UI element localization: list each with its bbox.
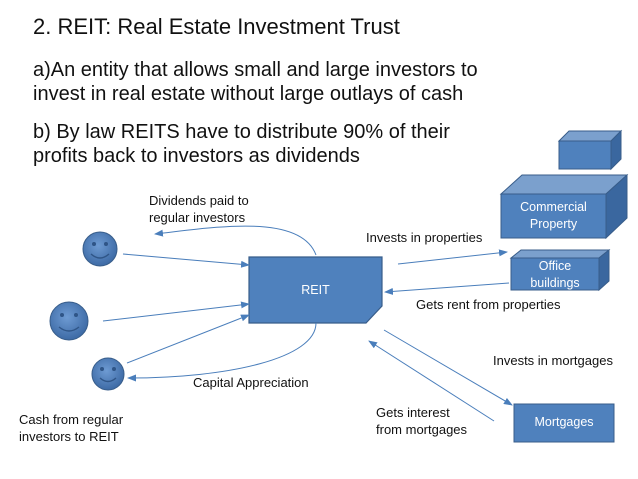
- commercial-label-line-2: Property: [529, 217, 578, 231]
- gets-rent-label: Gets rent from properties: [416, 297, 561, 312]
- bullet-a-line-2: invest in real estate without large outl…: [33, 83, 464, 105]
- bullet-b: b) By law REITS have to distribute 90% o…: [33, 120, 450, 168]
- slide-title: 2. REIT: Real Estate Investment Trust: [33, 14, 400, 39]
- dividends-arrow: [154, 225, 317, 256]
- gets-interest-label: Gets interest from mortgages: [376, 404, 467, 438]
- office-label-line-2: buildings: [530, 276, 580, 290]
- reit-box: [248, 256, 383, 324]
- mortgages-label: Mortgages: [534, 415, 594, 429]
- cash-label-line-2: investors to REIT: [19, 429, 119, 444]
- invests-mortgages-arrow: [383, 329, 513, 406]
- cash-label: Cash from regular investors to REIT: [19, 411, 123, 445]
- commercial-label-line-1: Commercial: [520, 200, 587, 214]
- bullet-b-line-1: b) By law REITS have to distribute 90% o…: [33, 121, 450, 143]
- mortgages-box: [513, 403, 615, 443]
- investor-face-3: [91, 357, 125, 391]
- office-buildings-label: Office buildings: [511, 258, 599, 290]
- bullet-a: a)An entity that allows small and large …: [33, 58, 478, 106]
- dividends-label-line-2: regular investors: [149, 210, 246, 225]
- office-label-line-1: Office: [538, 259, 572, 273]
- gets-rent-arrow: [384, 282, 510, 295]
- capital-appreciation-label: Capital Appreciation: [193, 375, 309, 390]
- small-cube-shape: [557, 129, 623, 171]
- investor-face-1: [82, 231, 118, 267]
- investor-face-2: [49, 301, 89, 341]
- capital-appreciation-arrow: [127, 322, 317, 382]
- invests-mortgages-label: Invests in mortgages: [493, 353, 613, 368]
- bullet-a-line-1: a)An entity that allows small and large …: [33, 59, 478, 81]
- gets-interest-line-2: from mortgages: [376, 422, 468, 437]
- gets-interest-line-1: Gets interest: [376, 405, 450, 420]
- reit-label: REIT: [301, 283, 330, 297]
- cash-arrow-3: [126, 314, 250, 364]
- invests-properties-label: Invests in properties: [366, 230, 483, 245]
- dividends-label-line-1: Dividends paid to: [149, 193, 249, 208]
- bullet-b-line-2: profits back to investors as dividends: [33, 145, 360, 167]
- cash-arrow-1: [122, 253, 250, 268]
- office-buildings-box: [509, 248, 611, 292]
- cash-arrow-2: [102, 301, 250, 322]
- invests-properties-arrow: [397, 249, 508, 265]
- gets-interest-arrow: [368, 340, 495, 422]
- dividends-label: Dividends paid to regular investors: [149, 192, 249, 226]
- commercial-property-box: [499, 173, 629, 240]
- commercial-property-label: Commercial Property: [501, 199, 606, 233]
- cash-label-line-1: Cash from regular: [19, 412, 124, 427]
